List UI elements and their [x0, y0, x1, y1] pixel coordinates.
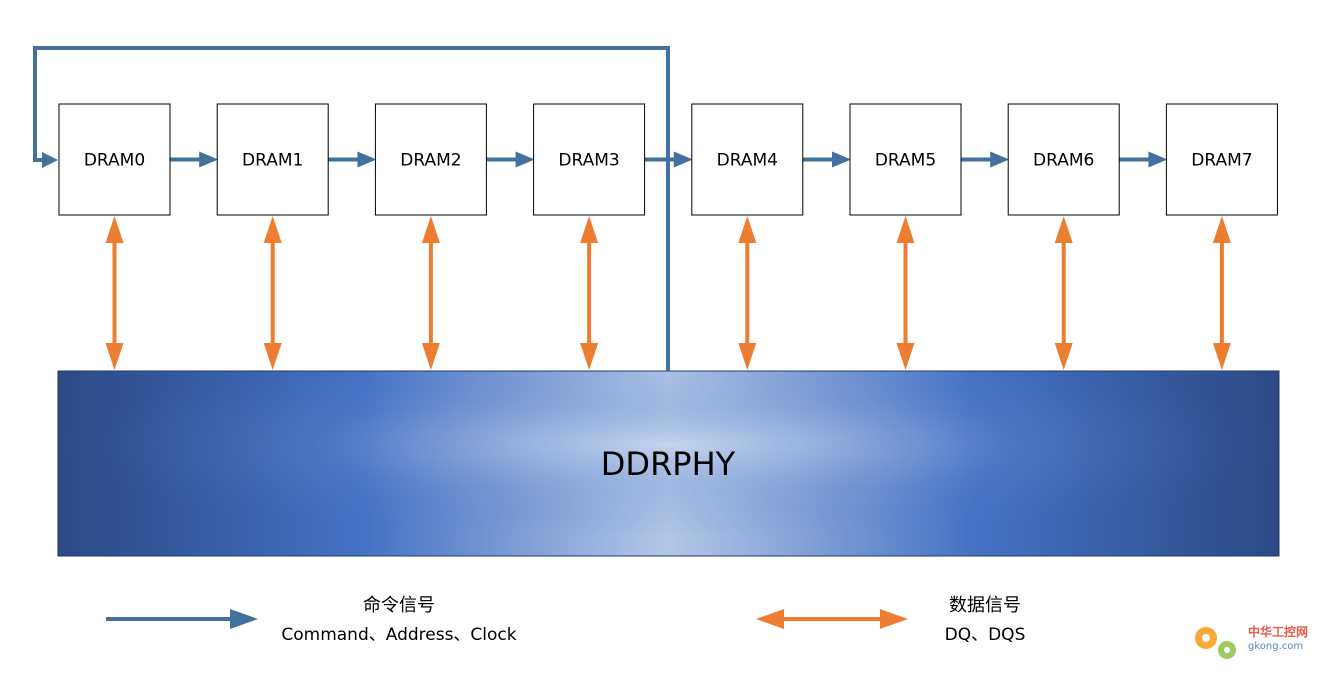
legend-command-subtitle: Command、Address、Clock: [281, 625, 516, 645]
dram-label: DRAM2: [400, 151, 461, 171]
command-entry-arrowhead: [42, 152, 58, 168]
dram-row: DRAM0 DRAM1 DRAM2 DRAM3 DRAM4 DRAM5 DRAM6 DRAM7: [58, 103, 1278, 216]
chain-arrow-1: [328, 151, 377, 168]
legend-command-arrowhead: [230, 609, 258, 629]
dram-chip-3: DRAM3: [533, 103, 646, 216]
legend-data-title: 数据信号: [949, 595, 1021, 616]
dq-arrow-7: [1212, 216, 1231, 370]
legend-data: 数据信号 DQ、DQS: [756, 595, 1025, 645]
legend-data-arrowhead-left: [756, 609, 784, 629]
dq-arrow-5: [896, 216, 915, 370]
dram-box: [374, 103, 487, 216]
dram-box: [691, 103, 804, 216]
ddrphy-label: DDRPHY: [601, 445, 736, 483]
dq-arrow-6: [1054, 216, 1073, 370]
watermark-subtitle: gkong.com: [1248, 641, 1303, 652]
dram-chip-1: DRAM1: [216, 103, 329, 216]
ddrphy-block: DDRPHY: [57, 370, 1280, 557]
dram-box: [1007, 103, 1120, 216]
dq-arrow-3: [580, 216, 599, 370]
dram-label: DRAM4: [717, 151, 778, 171]
dram-box: [58, 103, 171, 216]
dram-label: DRAM0: [84, 151, 145, 171]
chain-arrow-6: [1119, 151, 1168, 168]
dram-label: DRAM6: [1033, 151, 1094, 171]
dram-chip-0: DRAM0: [58, 103, 171, 216]
dq-arrow-0: [105, 216, 124, 370]
gear-icon: [1195, 627, 1236, 659]
watermark-title: 中华工控网: [1248, 624, 1308, 639]
dram-box: [216, 103, 329, 216]
chain-arrow-3: [644, 151, 693, 168]
gkong-watermark: 中华工控网 gkong.com: [1195, 624, 1308, 659]
dram-label: DRAM5: [875, 151, 936, 171]
dq-arrow-1: [263, 216, 282, 370]
command-chain-arrows: [42, 151, 1168, 168]
dram-chip-6: DRAM6: [1007, 103, 1120, 216]
chain-arrow-4: [802, 151, 851, 168]
dq-arrow-2: [421, 216, 440, 370]
legend-command-title: 命令信号: [363, 595, 435, 616]
chain-arrow-0: [170, 151, 219, 168]
chain-arrow-2: [486, 151, 535, 168]
dq-arrow-4: [738, 216, 757, 370]
dram-box: [533, 103, 646, 216]
dram-chip-7: DRAM7: [1165, 103, 1278, 216]
chain-arrow-5: [961, 151, 1010, 168]
legend-data-arrowhead-right: [880, 609, 908, 629]
dram-label: DRAM1: [242, 151, 303, 171]
dram-label: DRAM3: [558, 151, 619, 171]
data-signal-arrows: [105, 216, 1231, 370]
dram-box: [1165, 103, 1278, 216]
dram-chip-2: DRAM2: [374, 103, 487, 216]
dram-box: [849, 103, 962, 216]
command-bus-line: [33, 46, 670, 371]
dram-chip-4: DRAM4: [691, 103, 804, 216]
legend-command: 命令信号 Command、Address、Clock: [106, 595, 517, 645]
dram-chip-5: DRAM5: [849, 103, 962, 216]
dram-label: DRAM7: [1191, 151, 1252, 171]
legend-data-subtitle: DQ、DQS: [945, 625, 1026, 645]
